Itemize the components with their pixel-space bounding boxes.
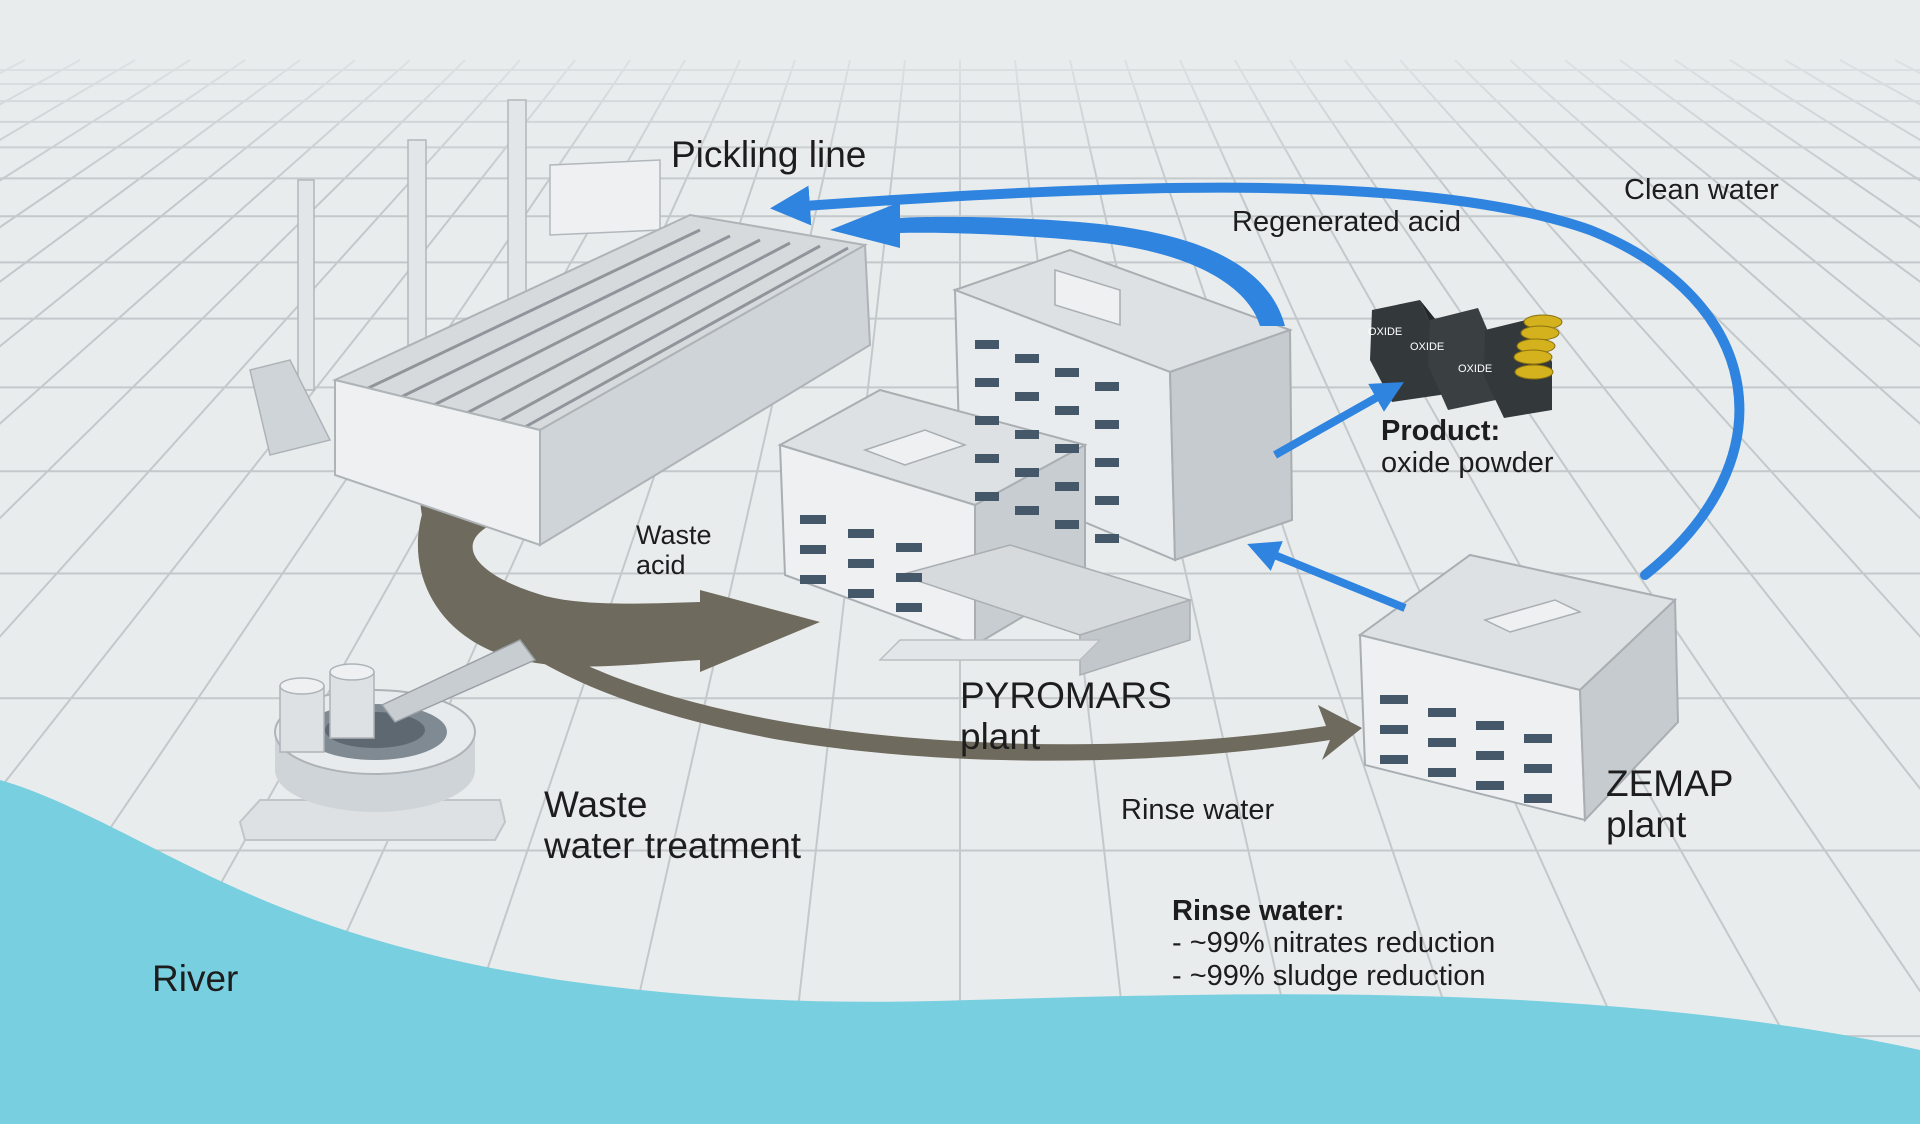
- grid-line: [1289, 59, 1920, 993]
- product-callout: Product: oxide powder: [1381, 415, 1554, 480]
- wastewater-treatment-label: Waste water treatment: [544, 784, 801, 867]
- wwt-line2: water treatment: [544, 825, 802, 867]
- window: [1428, 708, 1456, 717]
- pyromars-line2: plant: [960, 716, 1041, 758]
- sky-fade: [0, 0, 1920, 190]
- pickling-line-building: [249, 99, 872, 547]
- waste-acid-arrow: [417, 498, 820, 672]
- window: [1015, 468, 1039, 477]
- window: [800, 545, 826, 554]
- rinse-water-arrow: [420, 500, 1362, 761]
- regenerated-acid-arrow: [830, 202, 1285, 326]
- waste-acid-line1: Waste: [636, 520, 712, 550]
- river: [0, 780, 1920, 1124]
- oxide-bag-label-2: OXIDE: [1410, 341, 1444, 353]
- window: [1095, 420, 1119, 429]
- grid-line: [0, 59, 521, 638]
- window: [896, 573, 922, 582]
- grid-line: [0, 59, 301, 283]
- pyromars-to-product-arrow: [1273, 382, 1404, 459]
- window: [1380, 725, 1408, 734]
- waste-acid-line2: acid: [636, 550, 686, 581]
- window: [975, 492, 999, 501]
- window: [1095, 496, 1119, 505]
- window: [1055, 482, 1079, 491]
- grid-line: [1509, 59, 1920, 425]
- zemap-line2: plant: [1606, 804, 1687, 846]
- window: [1380, 755, 1408, 764]
- window: [1055, 406, 1079, 415]
- oxide-bag-label-1: OXIDE: [1368, 326, 1402, 338]
- product-value: oxide powder: [1381, 447, 1554, 480]
- regenerated-acid-label: Regenerated acid: [1232, 206, 1461, 238]
- rinse-note-line2: - ~99% sludge reduction: [1172, 959, 1486, 992]
- grid-line: [0, 59, 576, 790]
- window: [1055, 368, 1079, 377]
- grid-line: [1344, 59, 1920, 790]
- clean-water-label: Clean water: [1624, 174, 1779, 206]
- clean-water-arrow: [770, 182, 1745, 580]
- wastewater-treatment-plant: [238, 639, 537, 841]
- window: [1015, 430, 1039, 439]
- wwt-line1: Waste: [544, 784, 648, 825]
- window: [1524, 764, 1552, 773]
- grid-line: [0, 59, 466, 520]
- rinse-water-label: Rinse water: [1121, 794, 1275, 826]
- window: [1380, 695, 1408, 704]
- oxide-bags: OXIDE OXIDE OXIDE: [1368, 300, 1563, 418]
- pyromars-label: PYROMARS plant: [960, 675, 1172, 758]
- window: [896, 543, 922, 552]
- window: [1476, 751, 1504, 760]
- window: [1015, 392, 1039, 401]
- window: [1055, 444, 1079, 453]
- zemap-plant: [1357, 553, 1680, 823]
- zemap-to-pyromars-arrow: [1247, 541, 1407, 612]
- river-label: River: [152, 958, 239, 999]
- window: [1015, 506, 1039, 515]
- window: [1015, 354, 1039, 363]
- window: [800, 515, 826, 524]
- window: [848, 589, 874, 598]
- grid-line: [0, 59, 356, 348]
- window: [1095, 458, 1119, 467]
- rinse-note-title: Rinse water:: [1172, 895, 1345, 927]
- window: [1095, 382, 1119, 391]
- grid-line: [1454, 59, 1920, 520]
- pickling-line-label: Pickling line: [671, 134, 867, 175]
- rinse-note-line1: - ~99% nitrates reduction: [1172, 927, 1496, 960]
- window: [1095, 534, 1119, 543]
- rinse-water-note: Rinse water: - ~99% nitrates reduction -…: [1172, 895, 1495, 992]
- window: [848, 529, 874, 538]
- grid-line: [1399, 59, 1920, 638]
- grid-line: [1619, 59, 1920, 283]
- waste-acid-label: Waste acid: [636, 520, 712, 580]
- window: [1055, 520, 1079, 529]
- grid-line: [0, 59, 411, 425]
- pyromars-windows: [800, 340, 1119, 612]
- pyromars-plant: [777, 248, 1294, 677]
- grid-line: [1124, 59, 1486, 1124]
- zemap-line1: ZEMAP: [1606, 763, 1734, 804]
- window: [1428, 738, 1456, 747]
- window: [1524, 794, 1552, 803]
- window: [1428, 768, 1456, 777]
- zemap-label: ZEMAP plant: [1606, 763, 1733, 846]
- window: [848, 559, 874, 568]
- window: [975, 340, 999, 349]
- window: [896, 603, 922, 612]
- oxide-bag-label-3: OXIDE: [1458, 363, 1492, 375]
- window: [975, 378, 999, 387]
- window: [1476, 781, 1504, 790]
- window: [1524, 734, 1552, 743]
- window: [975, 416, 999, 425]
- pyromars-line1: PYROMARS: [960, 675, 1172, 716]
- window: [800, 575, 826, 584]
- grid-line: [1564, 59, 1920, 348]
- zemap-windows: [1380, 695, 1552, 803]
- product-title: Product:: [1381, 415, 1501, 447]
- window: [975, 454, 999, 463]
- window: [1476, 721, 1504, 730]
